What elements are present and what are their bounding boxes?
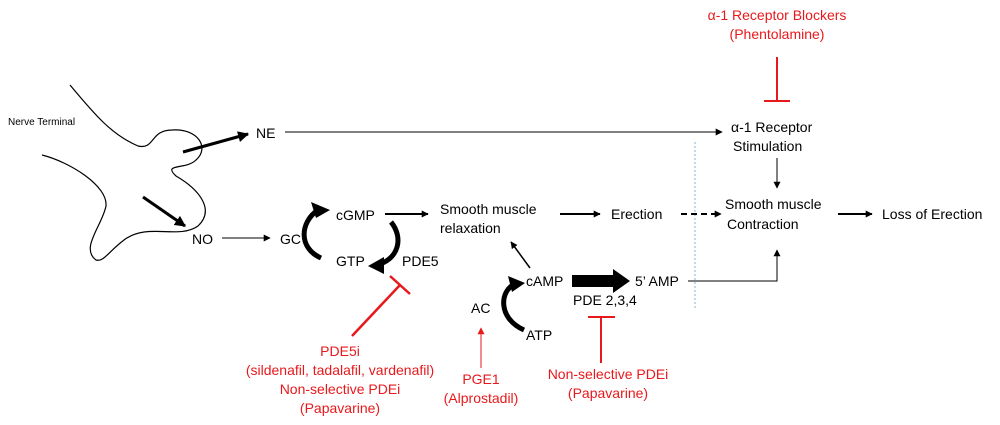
cgmp-label: cGMP <box>336 207 375 223</box>
pde5i-nonselective: Non-selective PDEi <box>280 381 401 397</box>
camp-label: cAMP <box>526 273 563 289</box>
gc-cycle-arc-left <box>301 207 323 261</box>
pge1-label: PGE1 <box>462 371 500 387</box>
arrow-5amp-to-contraction <box>688 249 781 282</box>
contraction-label-1: Smooth muscle <box>725 196 822 212</box>
pde5i-label: PDE5i <box>320 343 360 359</box>
nerve-terminal-outline <box>41 84 206 261</box>
nonsel-pdei-drug: (Papavarine) <box>568 385 648 401</box>
arrow-terminal-to-no <box>142 195 186 228</box>
loss-of-erection-label: Loss of Erection <box>882 206 982 222</box>
pde5i-inhibit-bar <box>389 275 411 295</box>
pde5i-inhibit-stem <box>351 284 401 337</box>
amp5-label: 5’ AMP <box>635 273 679 289</box>
ne-label: NE <box>256 125 275 141</box>
contraction-label-2: Contraction <box>727 216 799 232</box>
alpha1-receptor-label: α-1 Receptor <box>731 119 813 135</box>
ac-label: AC <box>471 300 490 316</box>
alpha-blockers-drug: (Phentolamine) <box>730 26 825 42</box>
arrow-camp-to-relaxation <box>510 241 531 269</box>
gc-label: GC <box>280 231 301 247</box>
relaxation-label-2: relaxation <box>440 220 501 236</box>
pde234-label: PDE 2,3,4 <box>573 292 637 308</box>
gc-cycle-arc-right <box>378 220 401 267</box>
no-label: NO <box>192 231 213 247</box>
gc-cycle-arrowhead-right <box>368 257 384 274</box>
atp-label: ATP <box>526 327 552 343</box>
ac-cycle-arrowhead <box>508 276 525 292</box>
arrow-camp-to-5amp <box>572 269 630 293</box>
pde5-label: PDE5 <box>402 253 439 269</box>
relaxation-label-1: Smooth muscle <box>440 201 537 217</box>
nerve-terminal-label: Nerve Terminal <box>8 117 75 128</box>
alpha1-stimulation-label: Stimulation <box>733 138 802 154</box>
alpha-blockers-label: α-1 Receptor Blockers <box>708 7 847 23</box>
pde5i-drugs: (sildenafil, tadalafil, vardenafil) <box>246 362 434 378</box>
arrow-terminal-to-ne <box>182 131 250 154</box>
gtp-label: GTP <box>336 253 365 269</box>
ac-cycle-arc <box>501 281 526 333</box>
nonsel-pdei-label: Non-selective PDEi <box>548 366 669 382</box>
gc-cycle-arrowhead-left <box>311 202 330 218</box>
pge1-drug: (Alprostadil) <box>444 390 519 406</box>
erection-label: Erection <box>611 206 662 222</box>
pde5i-papavarine: (Papavarine) <box>300 400 380 416</box>
